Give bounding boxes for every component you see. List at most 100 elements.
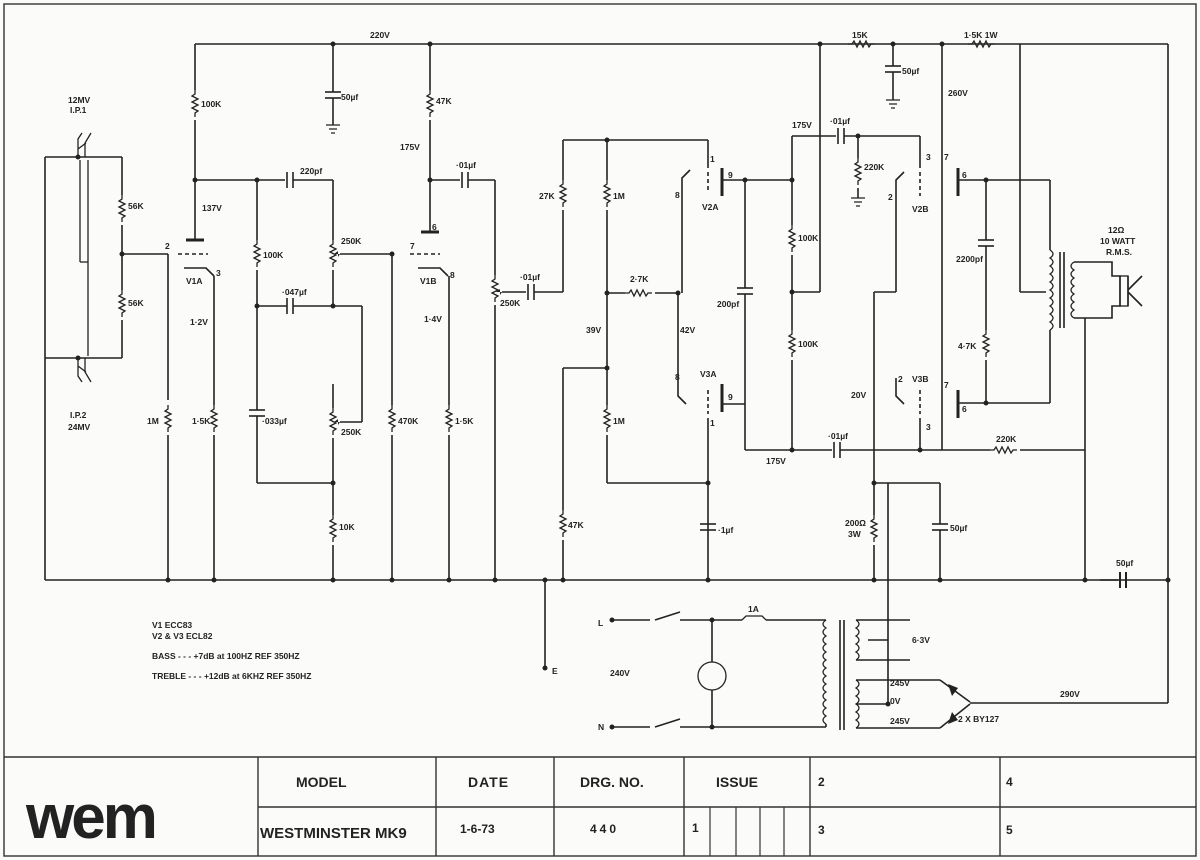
label-mains-v: 240V [610, 668, 630, 678]
label-c50-d: 50µf [1116, 558, 1133, 568]
label-r1k5-a: 1·5K [192, 416, 211, 426]
label-r100k-plate1: 100K [201, 99, 222, 109]
label-v175-c: 175V [766, 456, 786, 466]
label-pin3b: 3 [926, 422, 931, 432]
v1b-stage [388, 41, 563, 580]
note-tubes-1: V1 ECC83 [152, 620, 192, 630]
power-supply [542, 572, 1171, 730]
title-issue-5: 5 [1006, 823, 1013, 837]
label-r200: 200Ω [845, 518, 866, 528]
title-block: wem MODEL DATE DRG. NO. ISSUE WESTMINSTE… [4, 756, 1196, 856]
title-issue-header: ISSUE [716, 774, 758, 790]
label-pin7b: 7 [944, 380, 949, 390]
label-pin9a: 9 [728, 170, 733, 180]
label-spk-watt: 10 WATT [1100, 236, 1136, 246]
label-c220p: 220pf [300, 166, 322, 176]
label-v137: 137V [202, 203, 222, 213]
label-r470k: 470K [398, 416, 419, 426]
label-r200w: 3W [848, 529, 862, 539]
label-in2-level: 24MV [68, 422, 91, 432]
label-pot250k-c: 250K [500, 298, 521, 308]
label-ht-b: 245V [890, 716, 910, 726]
label-c01-a: ·01µf [456, 160, 476, 170]
label-earth: E [552, 666, 558, 676]
note-tubes-2: V2 & V3 ECL82 [152, 631, 213, 641]
label-v175-a: 175V [400, 142, 420, 152]
label-pin2: 2 [165, 241, 170, 251]
label-in1-level: 12MV [68, 95, 91, 105]
wem-logo: wem [25, 783, 155, 852]
label-r100k-d: 100K [798, 339, 819, 349]
label-pin7: 7 [410, 241, 415, 251]
label-pin6b: 6 [962, 404, 967, 414]
label-pin3a: 3 [926, 152, 931, 162]
label-r220k-b: 220K [996, 434, 1017, 444]
label-r1k5-b: 1·5K [455, 416, 474, 426]
label-mains-n: N [598, 722, 604, 732]
label-r1m-b: 1M [613, 416, 625, 426]
title-issue-3: 3 [818, 823, 825, 837]
note-treble: TREBLE - - - +12dB at 6KHZ REF 350HZ [152, 671, 311, 681]
label-pin6: 6 [432, 222, 437, 232]
label-v290: 290V [1060, 689, 1080, 699]
label-pin2a: 2 [888, 192, 893, 202]
label-c50-b: 50µf [902, 66, 919, 76]
label-pot250k-a: 250K [341, 236, 362, 246]
label-pin8b: 8 [675, 372, 680, 382]
label-v42: 42V [680, 325, 695, 335]
title-drg-header: DRG. NO. [580, 774, 644, 790]
label-v2b: V2B [912, 204, 929, 214]
label-v3a: V3A [700, 369, 717, 379]
label-pin3: 3 [216, 268, 221, 278]
v1a-stage [164, 44, 392, 580]
label-fuse: 1A [748, 604, 759, 614]
label-in2-name: I.P.2 [70, 410, 87, 420]
label-v12: 1·2V [190, 317, 208, 327]
label-pin8a: 8 [675, 190, 680, 200]
label-r100k-b: 100K [263, 250, 284, 260]
label-pin1b: 1 [710, 418, 715, 428]
label-heater: 6·3V [912, 635, 930, 645]
label-pin7a: 7 [944, 152, 949, 162]
label-c033: ·033µf [262, 416, 287, 426]
label-r1m-a: 1M [613, 191, 625, 201]
label-v20: 20V [851, 390, 866, 400]
label-r1m-grid: 1M [147, 416, 159, 426]
label-c50-a: 50µf [341, 92, 358, 102]
label-r220k-a: 220K [864, 162, 885, 172]
label-pin1a: 1 [710, 154, 715, 164]
label-v2a: V2A [702, 202, 719, 212]
title-model-header: MODEL [296, 774, 347, 790]
label-v1a: V1A [186, 276, 203, 286]
label-r56k-a: 56K [128, 201, 144, 211]
label-c50-c: 50µf [950, 523, 967, 533]
label-r56k-b: 56K [128, 298, 144, 308]
label-pin6a: 6 [962, 170, 967, 180]
label-pin8: 8 [450, 270, 455, 280]
title-date-header: DATE [468, 774, 509, 790]
label-c2200p: 2200pf [956, 254, 983, 264]
label-v260: 260V [948, 88, 968, 98]
label-c01-c: ·01µf [830, 116, 850, 126]
label-v1b: V1B [420, 276, 437, 286]
decoupling-cap-1 [325, 41, 341, 134]
label-ht-a: 245V [890, 678, 910, 688]
label-r47k-a: 47K [436, 96, 452, 106]
label-v175-b: 175V [792, 120, 812, 130]
label-c047: ·047µf [282, 287, 307, 297]
title-issue-4: 4 [1006, 775, 1013, 789]
title-issue-2: 2 [818, 775, 825, 789]
label-r27k: 27K [539, 191, 555, 201]
title-issue-1: 1 [692, 821, 699, 835]
label-c1uf: ·1µf [718, 525, 733, 535]
label-v39: 39V [586, 325, 601, 335]
label-pin2b: 2 [898, 374, 903, 384]
note-bass: BASS - - - +7dB at 100HZ REF 350HZ [152, 651, 300, 661]
label-pot250k-b: 250K [341, 427, 362, 437]
title-date-value: 1-6-73 [460, 822, 495, 836]
label-v3b: V3B [912, 374, 929, 384]
label-v14: 1·4V [424, 314, 442, 324]
label-r15k: 15K [852, 30, 868, 40]
